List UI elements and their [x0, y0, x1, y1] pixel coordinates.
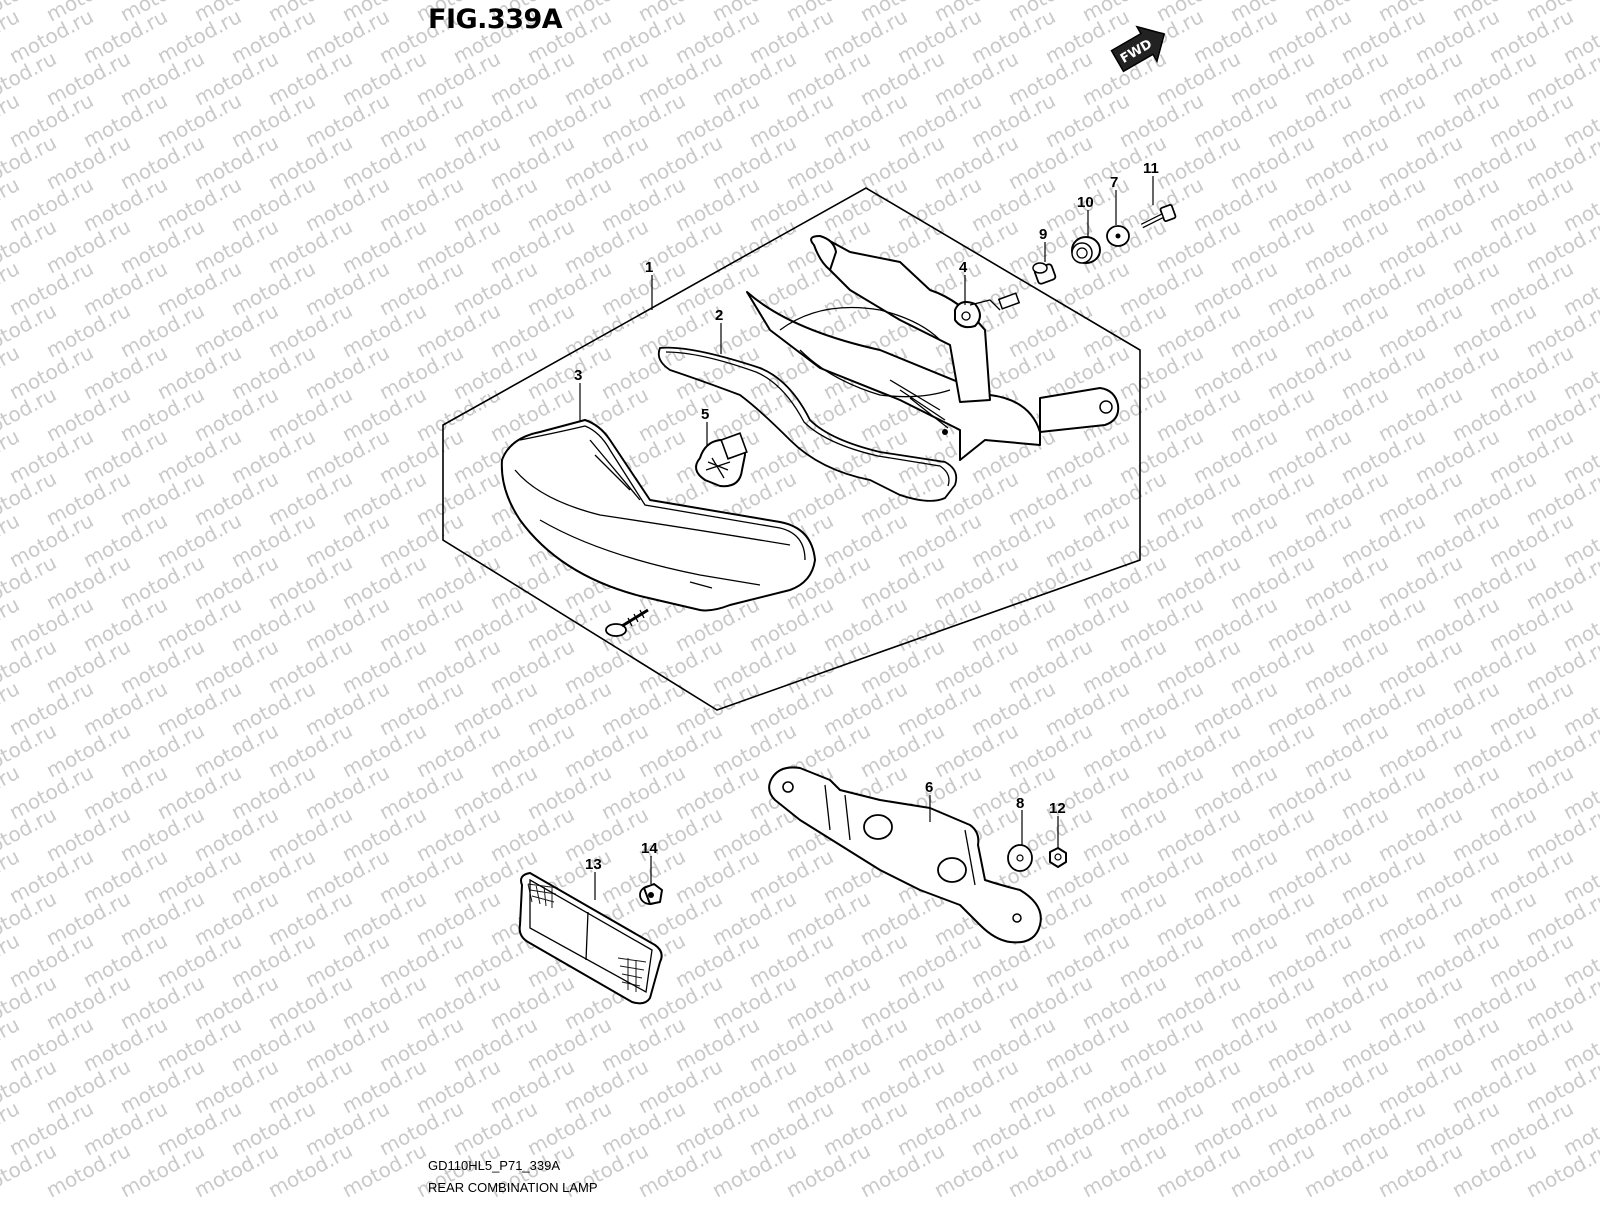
washer-7	[1106, 225, 1130, 247]
callout-13: 13	[585, 856, 602, 873]
callout-14: 14	[641, 840, 658, 857]
grommet	[1071, 236, 1101, 264]
washer-8	[1007, 844, 1033, 872]
callout-12: 12	[1049, 800, 1066, 817]
callout-8: 8	[1016, 795, 1024, 812]
figure-title: FIG.339A	[428, 4, 563, 35]
callout-1: 1	[645, 259, 653, 276]
callout-6: 6	[925, 779, 933, 796]
callout-3: 3	[574, 367, 582, 384]
watermark-text: motod.ru	[1596, 0, 1600, 26]
callout-5: 5	[701, 406, 709, 423]
nut-12	[1049, 847, 1067, 868]
figure-code: GD110HL5_P71_339A	[428, 1158, 561, 1173]
callout-11: 11	[1143, 160, 1159, 177]
callout-2: 2	[715, 307, 723, 324]
callout-4: 4	[959, 259, 968, 276]
bulb	[695, 432, 748, 488]
callout-10: 10	[1077, 194, 1094, 211]
figure-name: REAR COMBINATION LAMP	[428, 1180, 598, 1195]
callout-7: 7	[1110, 174, 1118, 191]
callout-9: 9	[1039, 226, 1047, 243]
